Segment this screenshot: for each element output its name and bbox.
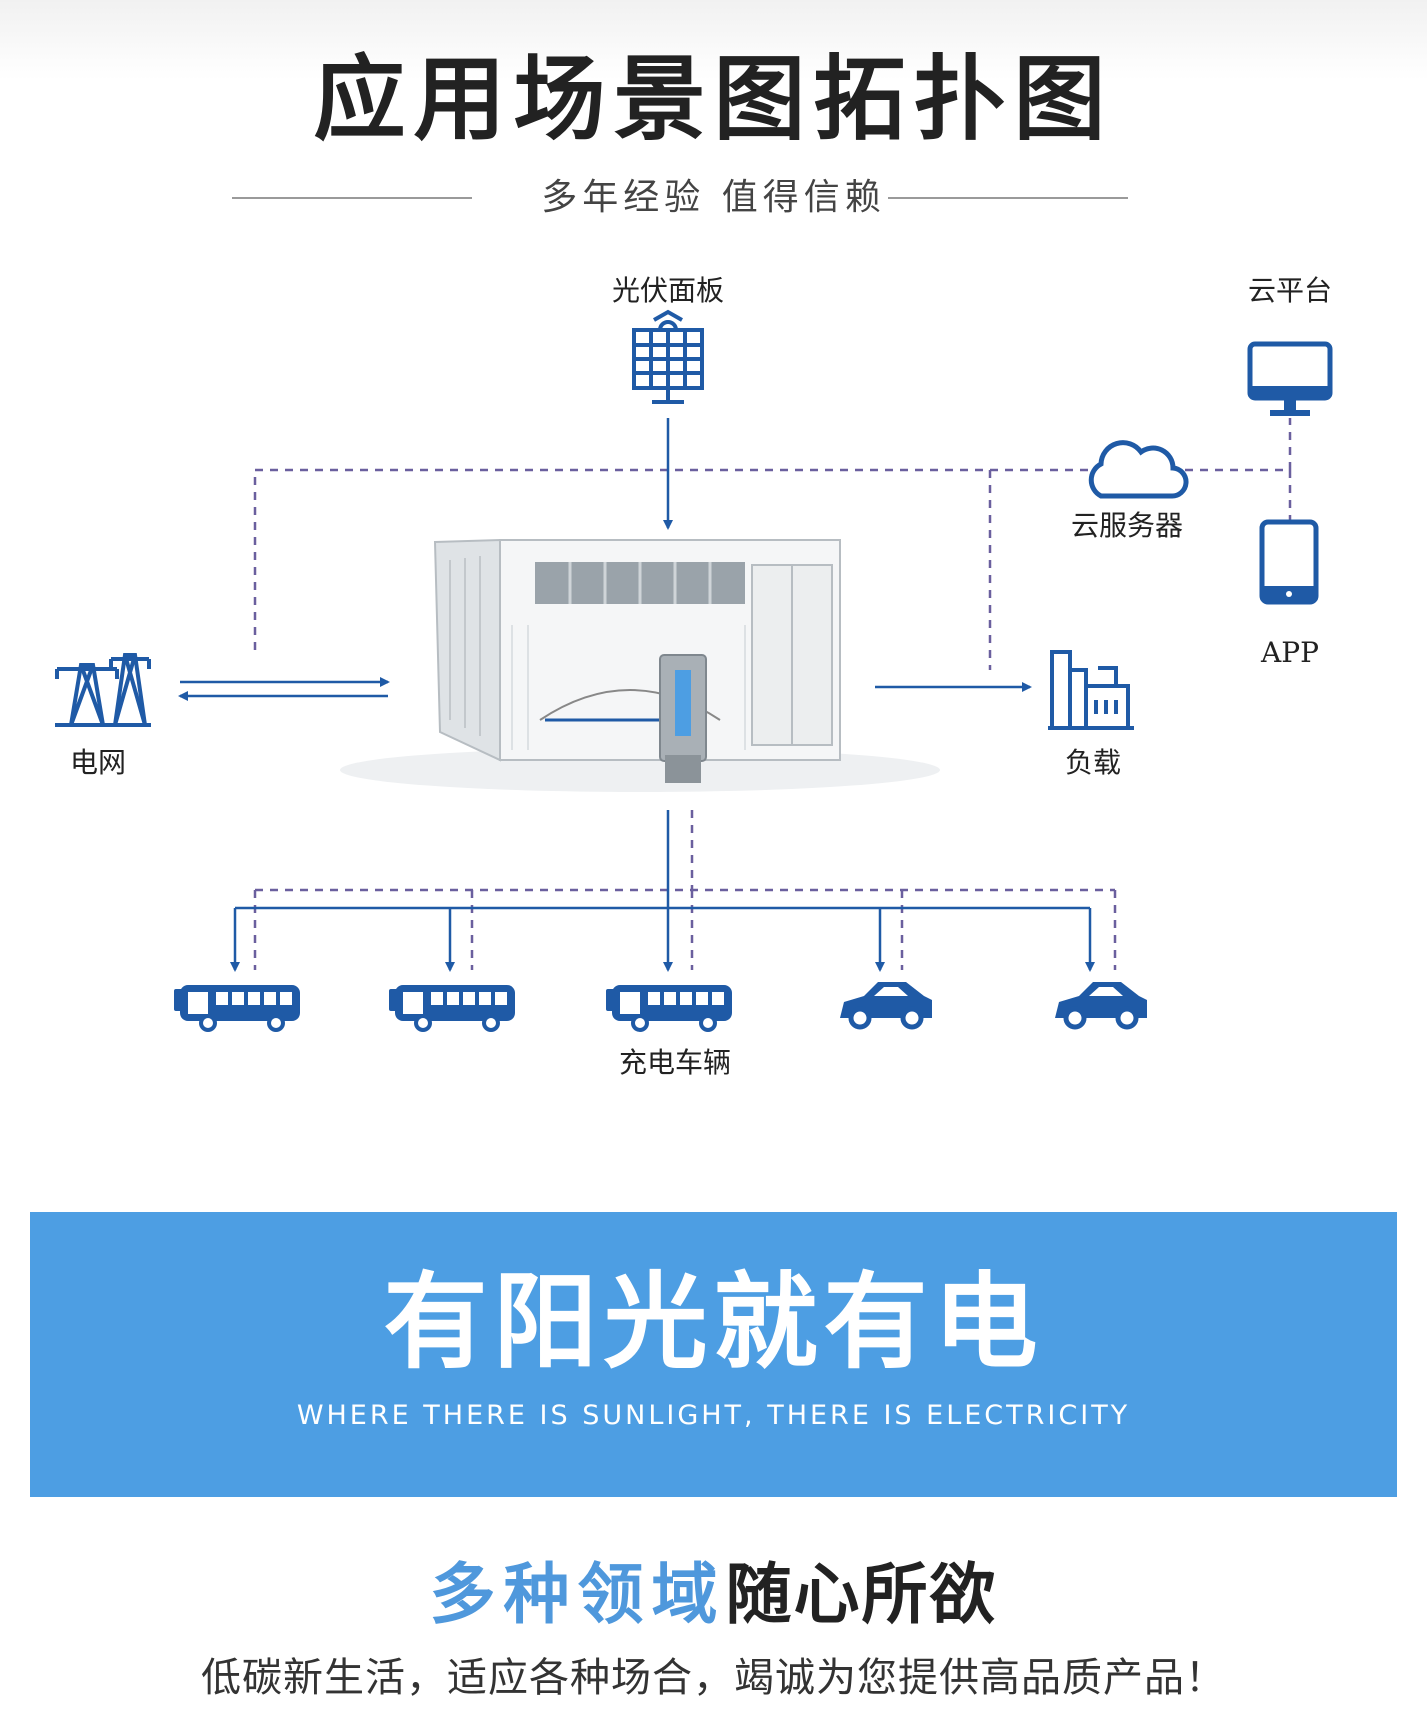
section-heading-blue: 多种领域 xyxy=(429,1556,726,1633)
grid-label: 电网 xyxy=(70,746,126,779)
subtitle-right-rule xyxy=(888,197,1128,199)
topology-diagram: 光伏面板 云平台 云服务器 APP 电网 负载 xyxy=(55,274,1333,1079)
banner-title: 有阳光就有电 xyxy=(383,1261,1044,1383)
subtitle-row: 多年经验 值得信赖 xyxy=(0,170,1427,226)
car-icon xyxy=(840,982,932,1027)
subtitle-left-rule xyxy=(232,197,472,199)
data-links xyxy=(253,418,1292,970)
load-label: 负载 xyxy=(1065,746,1121,779)
app-label: APP xyxy=(1260,636,1319,669)
ev-label: 充电车辆 xyxy=(619,1046,731,1079)
tagline: 低碳新生活，适应各种场合，竭诚为您提供高品质产品！ xyxy=(201,1655,1226,1701)
solar-panel-icon xyxy=(632,309,704,404)
storage-container-illustration xyxy=(340,538,940,792)
top-strip xyxy=(0,0,1427,80)
car-icon xyxy=(1055,982,1147,1027)
cloud-platform-label: 云平台 xyxy=(1248,274,1332,307)
banner-subtitle: WHERE THERE IS SUNLIGHT, THERE IS ELECTR… xyxy=(296,1400,1131,1431)
bus-icon xyxy=(387,983,517,1032)
section-heading: 多种领域随心所欲 xyxy=(0,1555,1427,1635)
cloud-server-label: 云服务器 xyxy=(1071,509,1183,542)
section-heading-dark: 随心所欲 xyxy=(725,1556,998,1633)
monitor-icon xyxy=(1247,341,1333,416)
power-links xyxy=(178,418,1095,972)
power-tower-icon xyxy=(55,653,151,727)
pv-panel-label: 光伏面板 xyxy=(612,274,724,307)
bus-icon xyxy=(172,983,302,1032)
slogan-banner: 有阳光就有电 WHERE THERE IS SUNLIGHT, THERE IS… xyxy=(30,1212,1397,1497)
subtitle: 多年经验 值得信赖 xyxy=(541,177,886,218)
factory-icon xyxy=(1048,650,1134,730)
bus-icon xyxy=(604,983,734,1032)
page-title: 应用场景图拓扑图 xyxy=(313,46,1114,153)
tablet-icon xyxy=(1259,519,1319,605)
cloud-icon xyxy=(1088,440,1189,499)
